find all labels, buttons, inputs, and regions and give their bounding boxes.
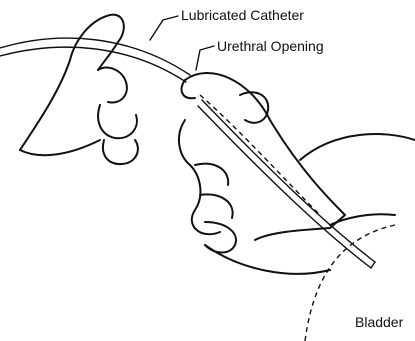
left-hand-thumb <box>98 68 127 103</box>
catheter-tip <box>371 262 375 268</box>
right-hand-fingers <box>195 164 236 253</box>
body-contour <box>300 134 415 160</box>
left-hand <box>20 15 124 150</box>
penis-glans <box>182 80 195 98</box>
opening-leader-line <box>196 46 214 70</box>
catheter-label: Lubricated Catheter <box>181 7 304 23</box>
catheter-leader-line <box>150 16 178 40</box>
left-hand-palm <box>20 140 100 155</box>
catheter-tube-edge <box>0 47 186 82</box>
left-hand-fingers <box>98 105 138 164</box>
bladder-label: Bladder <box>355 314 404 330</box>
opening-label: Urethral Opening <box>217 38 324 54</box>
catheter-tube <box>0 38 190 75</box>
right-forearm <box>205 245 330 274</box>
right-hand <box>179 120 220 234</box>
catheter-inner-edge <box>198 106 371 268</box>
